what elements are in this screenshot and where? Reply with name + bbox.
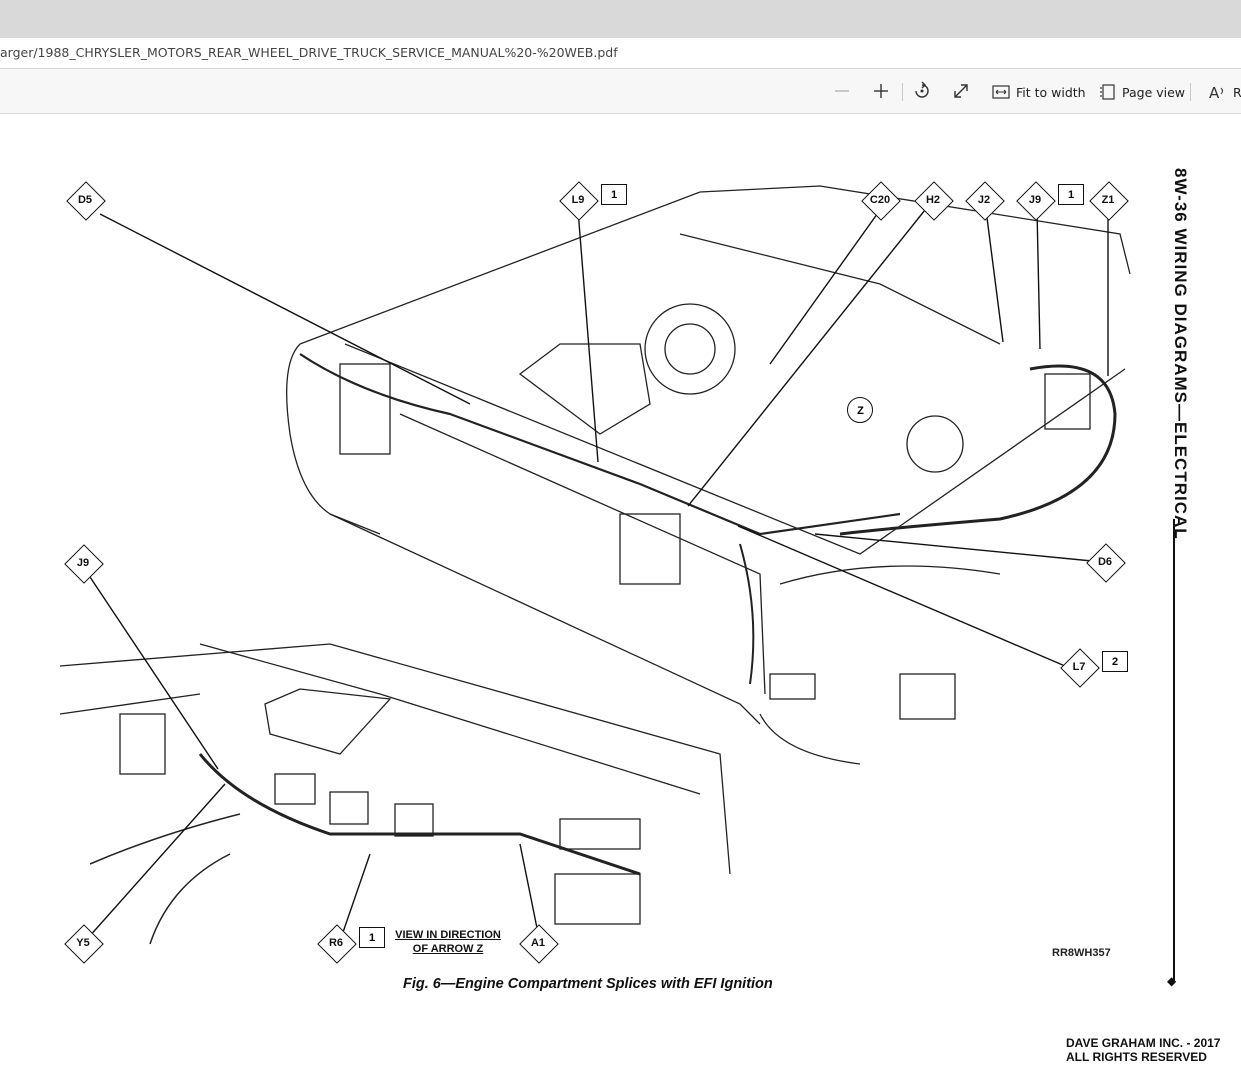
toolbar-divider [902,83,903,101]
bumper-line [329,513,761,725]
inset-outline [59,643,731,875]
figure-reference: RR8WH357 [1052,947,1111,959]
read-aloud-icon: A [1209,84,1223,100]
fit-to-width-label: Fit to width [1016,84,1086,100]
callout-y5-label: Y5 [76,937,90,949]
arrow-z-label: Z [857,404,864,417]
toolbar-divider [1190,83,1191,101]
headlamp-left [339,363,391,455]
section-title: 8W-36 WIRING DIAGRAMS—ELECTRICAL [1160,168,1190,978]
address-bar[interactable]: arger/1988_CHRYSLER_MOTORS_REAR_WHEEL_DR… [0,38,1241,69]
fullscreen-button[interactable] [949,79,973,103]
zoom-in-button[interactable] [869,79,893,103]
page-view-icon [1100,84,1115,100]
harness-lamp [739,543,755,685]
section-rule-end-icon: ◆ [1167,974,1177,988]
wheel-arch [779,565,1001,585]
callout-j9-left-label: J9 [76,557,90,569]
svg-text:A: A [1209,84,1220,100]
inset-module [559,818,641,850]
callout-j9-top-label: J9 [1028,194,1042,206]
page-view-button[interactable]: Page view [1100,81,1185,103]
relay-3 [394,803,434,837]
callout-j9-top-number: 1 [1058,184,1084,205]
inset-bracket [119,713,166,775]
callout-c20-label: C20 [869,194,891,206]
component-right [906,415,964,473]
callout-l9-number: 1 [601,184,627,205]
module-right [1044,373,1091,430]
reservoir [518,343,651,435]
hood-outline [299,185,1131,345]
pdf-page: D5 L9 1 C20 H2 J2 J9 1 Z1 D6 L7 2 J9 Y5 … [0,114,1241,1080]
rotate-button[interactable] [910,79,934,103]
callout-l7-number: 2 [1102,651,1128,672]
inset-harness [198,753,641,876]
rotate-icon [915,81,929,98]
copyright-line1: DAVE GRAHAM INC. - 2017 [1066,1036,1221,1050]
callout-a1-label: A1 [530,937,546,949]
view-note-line1: VIEW IN DIRECTION [395,929,501,941]
relay-1 [274,773,316,805]
callout-d5-label: D5 [77,194,93,206]
read-aloud-button[interactable]: A R [1209,81,1241,103]
view-note-line2: OF ARROW Z [412,943,484,955]
section-rule [1173,519,1175,981]
view-direction-note: VIEW IN DIRECTION OF ARROW Z [385,928,511,956]
read-aloud-label: R [1233,84,1241,100]
harness-top [679,233,1001,345]
browser-title-bar [0,0,1241,38]
callout-z1-label: Z1 [1101,194,1115,206]
inset-sensor [554,873,641,925]
callout-r6-number: 1 [359,927,385,948]
fit-width-icon [992,85,1010,99]
wiring-illustration [59,185,1131,945]
callout-h2-label: H2 [925,194,941,206]
copyright-notice: DAVE GRAHAM INC. - 2017 ALL RIGHTS RESER… [1066,1036,1220,1064]
inset-shield [264,688,392,755]
pdf-toolbar: Fit to width Page view A R [0,69,1241,114]
fender-right [759,713,861,765]
radiator-support [399,413,766,695]
plus-icon [874,84,888,98]
side-marker-1 [769,673,816,700]
headlamp-right [619,513,681,585]
fender-left [286,343,381,535]
callout-r6-label: R6 [328,937,344,949]
brake-booster [644,303,736,395]
minus-icon [835,90,849,92]
callout-l7-label: L7 [1072,661,1086,673]
cowl-line [344,343,1126,555]
fit-to-width-button[interactable]: Fit to width [992,81,1086,103]
callout-j2-label: J2 [977,194,991,206]
side-marker-2 [899,673,956,720]
leader-lines [87,209,1109,939]
figure-caption: Fig. 6—Engine Compartment Splices with E… [403,976,773,992]
callout-l9-label: L9 [571,194,585,206]
copyright-line2: ALL RIGHTS RESERVED [1066,1050,1207,1064]
page-view-label: Page view [1122,84,1186,100]
callout-d6-label: D6 [1097,556,1113,568]
expand-icon [954,84,968,98]
harness-front [299,353,901,536]
url-text[interactable]: arger/1988_CHRYSLER_MOTORS_REAR_WHEEL_DR… [0,45,618,60]
relay-2 [329,791,369,825]
harness-right-loop [839,364,1117,536]
zoom-out-button[interactable] [830,79,854,103]
